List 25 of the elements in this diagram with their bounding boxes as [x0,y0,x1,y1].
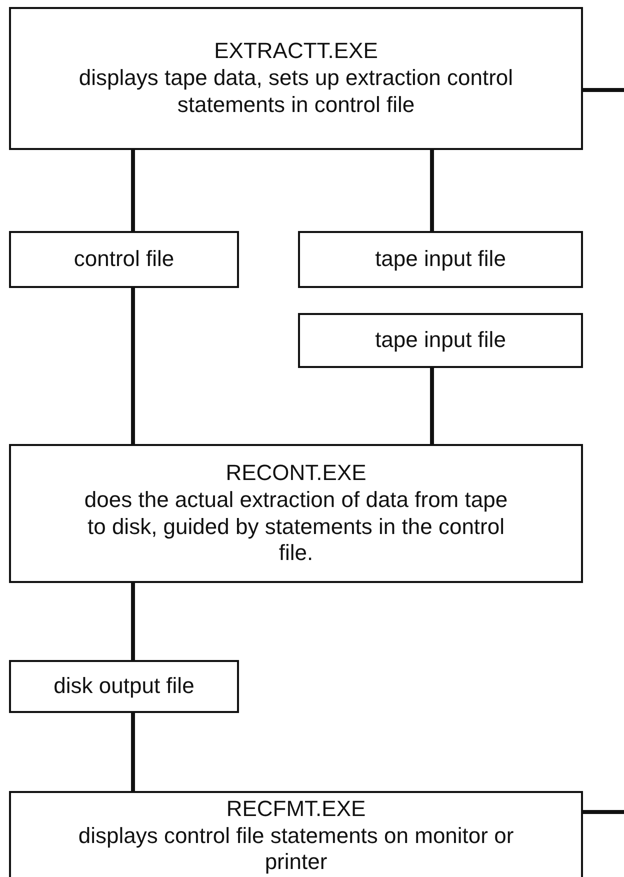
program-description: displays control file statements on monitor or printer [77,822,515,876]
program-box [9,444,583,583]
program-description: displays tape data, sets up extraction control statements in control file [78,65,514,119]
program-name: RECONT.EXE [226,460,366,487]
file-label: tape input file [375,327,506,354]
connector-line [131,713,135,791]
file-box [9,231,239,288]
connector-line [131,583,135,660]
program-box [9,7,583,150]
connector-line [583,810,624,814]
program-name: EXTRACTT.EXE [214,38,378,66]
connector-line [430,368,434,444]
connector-line [583,88,624,92]
program-name: RECFMT.EXE [226,796,366,823]
program-box [9,791,583,877]
file-box [298,231,583,288]
file-box [298,313,583,368]
file-label: control file [74,246,174,273]
file-box [9,660,239,713]
connector-line [430,150,434,231]
connector-line [131,288,135,444]
program-description: does the actual extraction of data from tape to disk, guided by statements in the control file. [83,486,509,568]
connector-line [131,150,135,231]
file-label: disk output file [54,673,194,700]
file-label: tape input file [375,246,506,273]
